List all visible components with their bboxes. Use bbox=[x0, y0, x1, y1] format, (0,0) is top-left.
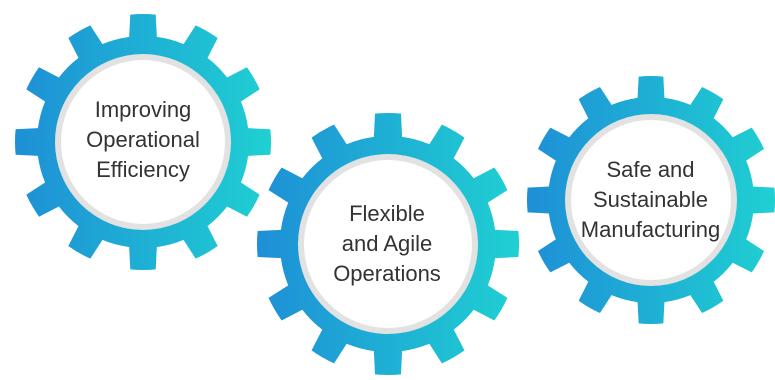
gear-1-label-line-1: Improving bbox=[94, 97, 192, 122]
gear-2-label-line-1: Flexible bbox=[349, 201, 425, 226]
gear-3-label: Safe and Sustainable Manufacturing bbox=[573, 140, 728, 260]
gear-1-label-line-3: Efficiency bbox=[96, 157, 190, 182]
gear-3-label-line-2: Sustainable bbox=[593, 187, 708, 212]
gear-1-inner-circle bbox=[61, 60, 225, 224]
gear-1-label: Improving Operational Efficiency bbox=[63, 85, 223, 195]
gear-2-label: Flexible and Agile Operations bbox=[312, 184, 462, 304]
gear-3-inner-circle bbox=[571, 120, 731, 280]
gear-3-label-line-3: Manufacturing bbox=[580, 217, 721, 242]
gear-3 bbox=[526, 75, 775, 325]
gear-3-label-line-1: Safe and bbox=[606, 157, 695, 182]
gear-2-label-line-2: and Agile bbox=[341, 231, 433, 256]
gear-2-label-line-3: Operations bbox=[333, 261, 441, 286]
gear-1-label-line-2: Operational bbox=[86, 127, 200, 152]
gear-1 bbox=[14, 13, 272, 271]
gear-2-inner-circle bbox=[304, 160, 472, 328]
gear-2 bbox=[257, 113, 519, 375]
